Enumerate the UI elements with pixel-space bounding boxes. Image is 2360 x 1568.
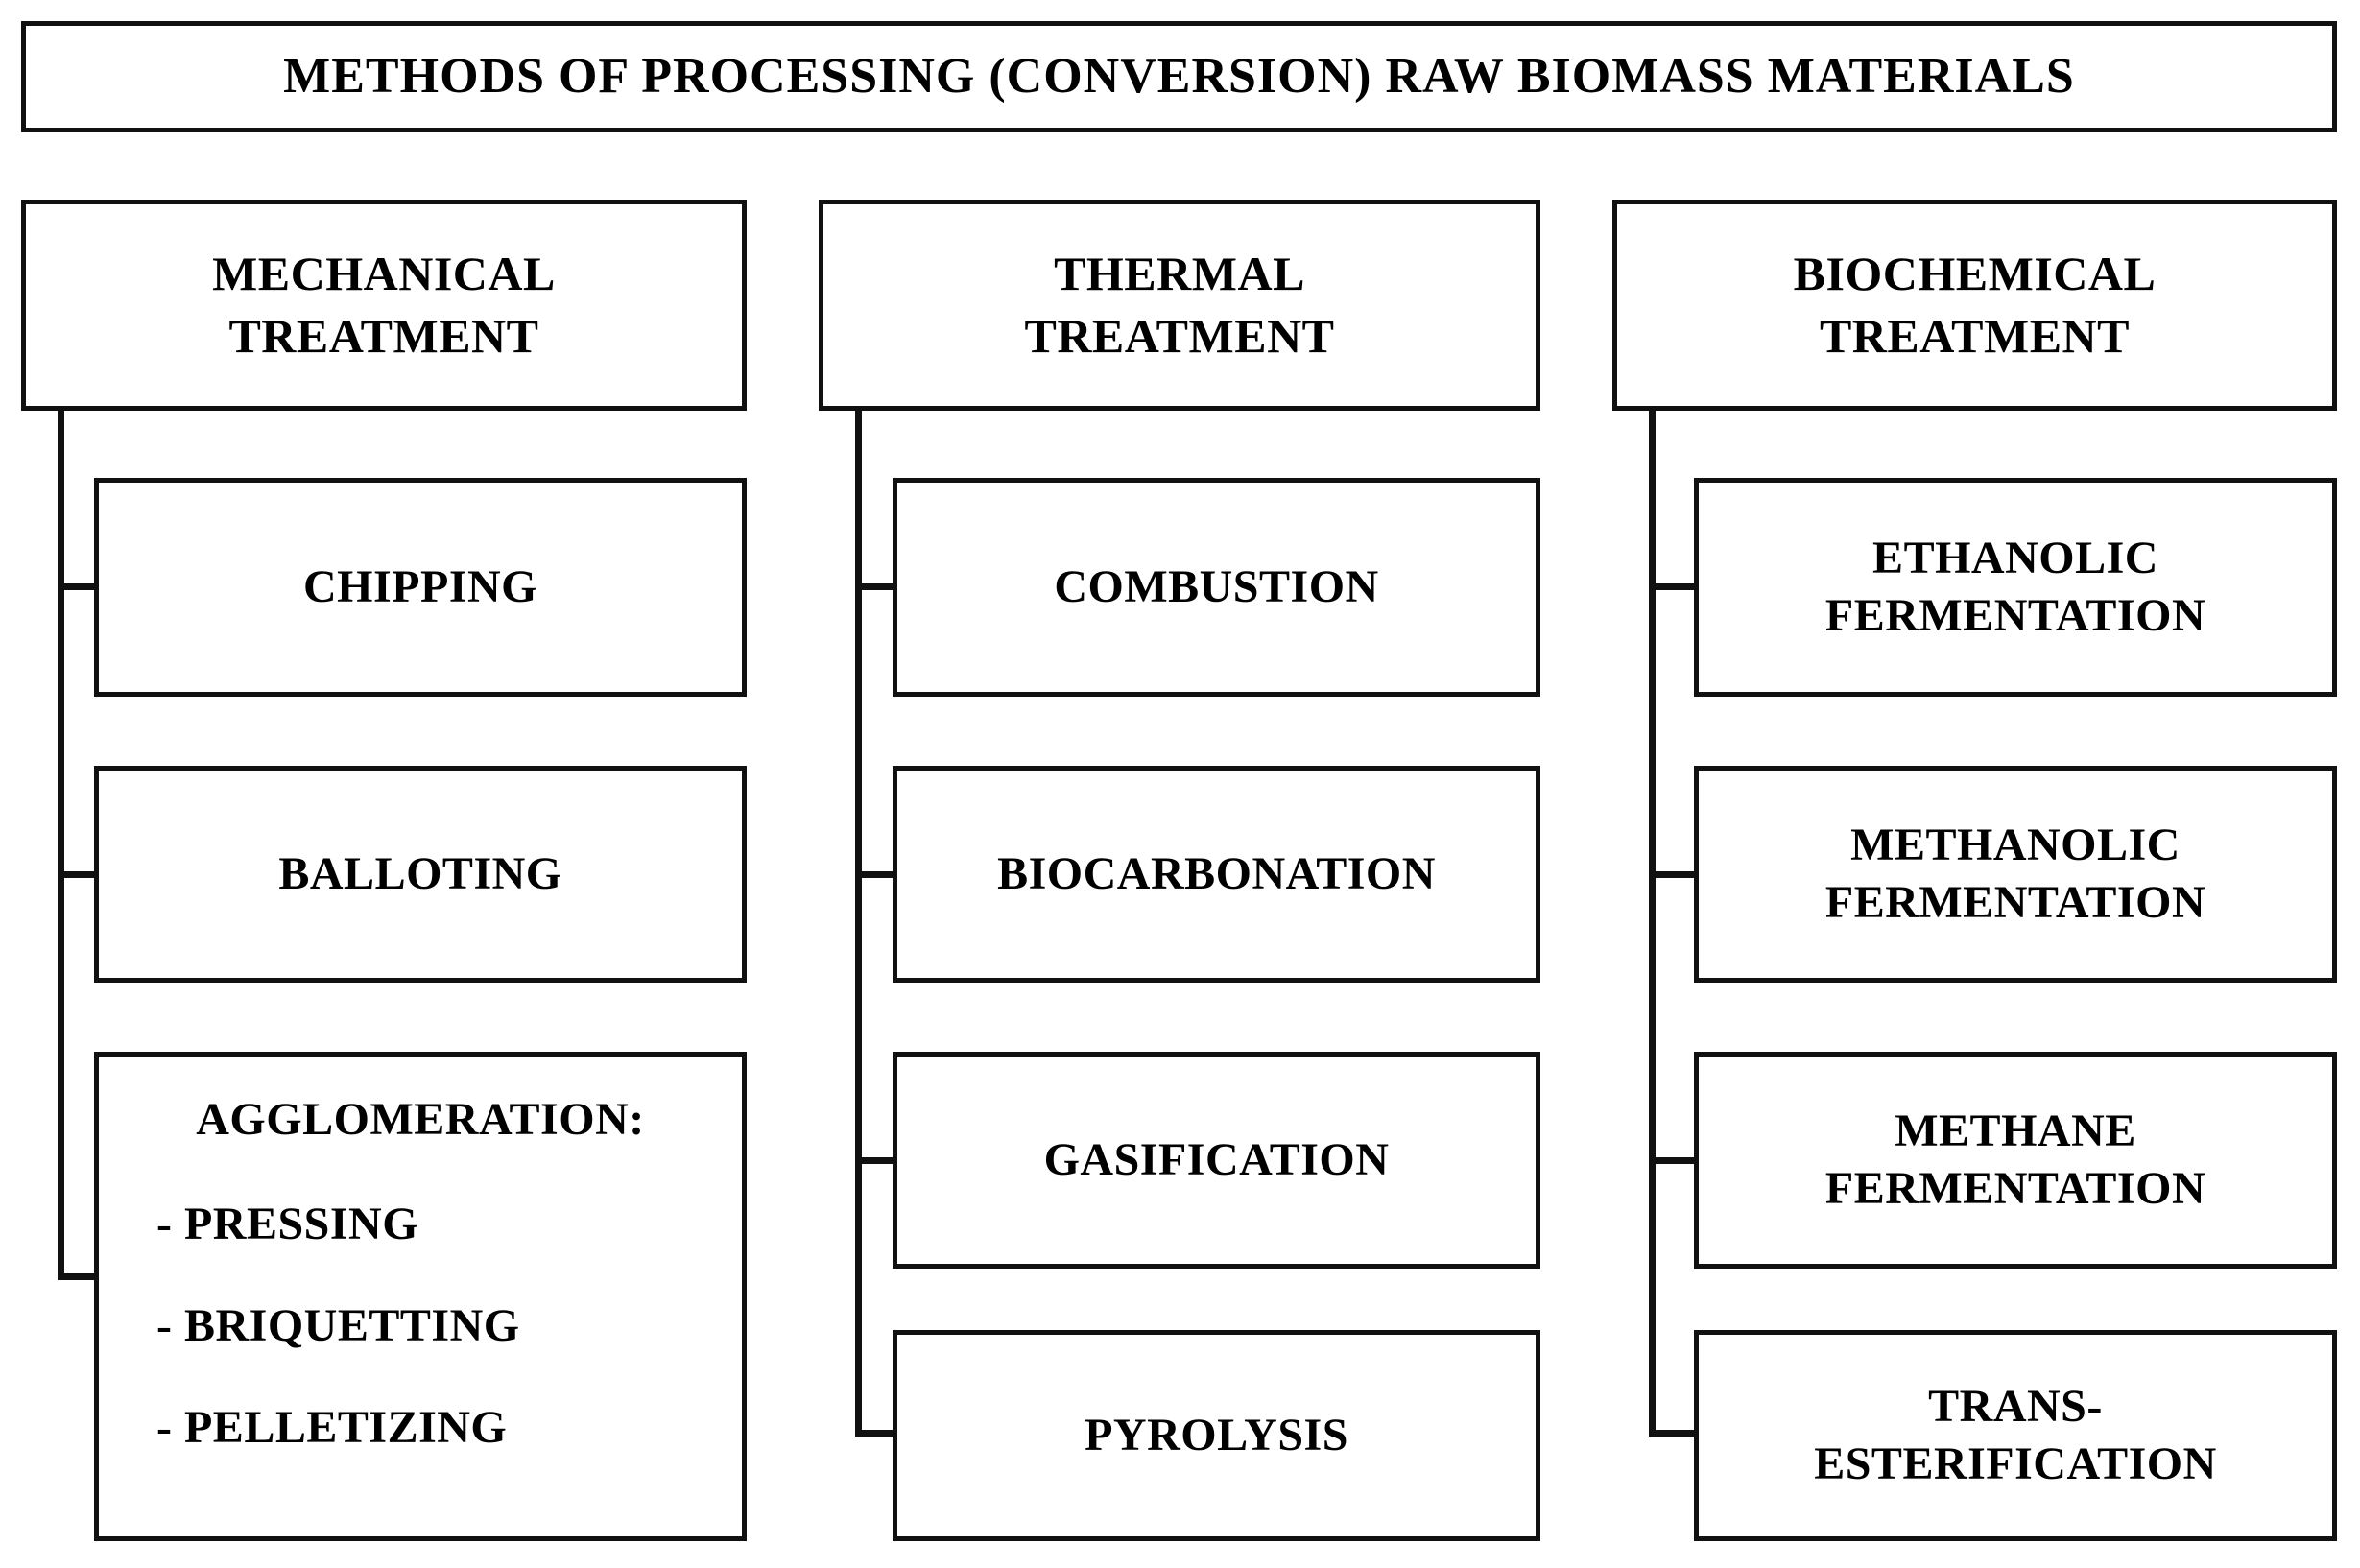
list-item: - BRIQUETTING bbox=[156, 1300, 520, 1351]
node-methane-fermentation: METHANE FERMENTATION bbox=[1694, 1052, 2337, 1269]
list-item: - PRESSING bbox=[156, 1199, 419, 1249]
node-gasification-label: GASIFICATION bbox=[1043, 1134, 1390, 1185]
node-biocarbonation: BIOCARBONATION bbox=[893, 766, 1540, 983]
list-item: - PELLETIZING bbox=[156, 1402, 508, 1453]
column-header-mechanical: MECHANICAL TREATMENT bbox=[21, 200, 747, 411]
connector-vline-biochemical bbox=[1649, 407, 1656, 1434]
node-line-2: FERMENTATION bbox=[1824, 1163, 2206, 1214]
node-ethanolic-fermentation: ETHANOLIC FERMENTATION bbox=[1694, 478, 2337, 697]
connector-stub-agglomeration bbox=[58, 1273, 98, 1280]
connector-stub-chipping bbox=[58, 583, 98, 590]
column-header-biochemical: BIOCHEMICAL TREATMENT bbox=[1612, 200, 2337, 411]
node-line-1: ETHANOLIC bbox=[1872, 533, 2158, 583]
column-header-thermal-label: THERMAL TREATMENT bbox=[1024, 243, 1334, 368]
node-trans-esterification-label: TRANS- ESTERIFICATION bbox=[1814, 1378, 2217, 1493]
diagram-title-box: METHODS OF PROCESSING (CONVERSION) RAW B… bbox=[21, 21, 2337, 132]
node-balloting: BALLOTING bbox=[94, 766, 747, 983]
header-line-2: TREATMENT bbox=[1024, 309, 1335, 363]
connector-stub-trans bbox=[1649, 1430, 1697, 1437]
column-header-thermal: THERMAL TREATMENT bbox=[819, 200, 1540, 411]
header-line-2: TREATMENT bbox=[228, 309, 539, 363]
node-line-1: METHANE bbox=[1895, 1105, 2136, 1156]
node-gasification: GASIFICATION bbox=[893, 1052, 1540, 1269]
connector-stub-combustion bbox=[855, 583, 897, 590]
node-biocarbonation-label: BIOCARBONATION bbox=[997, 848, 1436, 899]
agglomeration-sub-list: - PRESSING - BRIQUETTING - PELLETIZING bbox=[99, 1149, 742, 1479]
connector-stub-pyrolysis bbox=[855, 1430, 897, 1437]
node-line-2: FERMENTATION bbox=[1824, 590, 2206, 641]
node-agglomeration-label: AGGLOMERATION: bbox=[196, 1094, 645, 1145]
connector-stub-methanolic bbox=[1649, 871, 1697, 878]
node-chipping-label: CHIPPING bbox=[303, 561, 537, 612]
node-balloting-label: BALLOTING bbox=[278, 848, 562, 899]
node-methane-fermentation-label: METHANE FERMENTATION bbox=[1825, 1103, 2205, 1218]
node-ethanolic-fermentation-label: ETHANOLIC FERMENTATION bbox=[1825, 530, 2205, 645]
node-line-1: METHANOLIC bbox=[1850, 820, 2181, 870]
node-line-1: TRANS- bbox=[1928, 1381, 2103, 1432]
connector-vline-mechanical bbox=[58, 407, 64, 1280]
header-line-1: MECHANICAL bbox=[212, 247, 556, 300]
header-line-2: TREATMENT bbox=[1819, 309, 2131, 363]
node-agglomeration: AGGLOMERATION: - PRESSING - BRIQUETTING … bbox=[94, 1052, 747, 1541]
node-line-2: FERMENTATION bbox=[1824, 877, 2206, 928]
node-combustion-label: COMBUSTION bbox=[1054, 561, 1379, 612]
page-title: METHODS OF PROCESSING (CONVERSION) RAW B… bbox=[283, 49, 2075, 105]
node-combustion: COMBUSTION bbox=[893, 478, 1540, 697]
node-line-2: ESTERIFICATION bbox=[1814, 1438, 2217, 1489]
connector-stub-ethanolic bbox=[1649, 583, 1697, 590]
node-methanolic-fermentation: METHANOLIC FERMENTATION bbox=[1694, 766, 2337, 983]
node-pyrolysis-label: PYROLYSIS bbox=[1085, 1410, 1348, 1461]
connector-stub-gasification bbox=[855, 1157, 897, 1164]
connector-stub-balloting bbox=[58, 871, 98, 878]
connector-stub-methane bbox=[1649, 1157, 1697, 1164]
connector-vline-thermal bbox=[855, 407, 862, 1434]
node-chipping: CHIPPING bbox=[94, 478, 747, 697]
column-header-biochemical-label: BIOCHEMICAL TREATMENT bbox=[1794, 243, 2157, 368]
node-methanolic-fermentation-label: METHANOLIC FERMENTATION bbox=[1825, 817, 2205, 932]
column-header-mechanical-label: MECHANICAL TREATMENT bbox=[212, 243, 556, 368]
connector-stub-biocarbonation bbox=[855, 871, 897, 878]
node-trans-esterification: TRANS- ESTERIFICATION bbox=[1694, 1330, 2337, 1541]
header-line-1: BIOCHEMICAL bbox=[1793, 247, 2157, 300]
header-line-1: THERMAL bbox=[1054, 247, 1305, 300]
node-pyrolysis: PYROLYSIS bbox=[893, 1330, 1540, 1541]
